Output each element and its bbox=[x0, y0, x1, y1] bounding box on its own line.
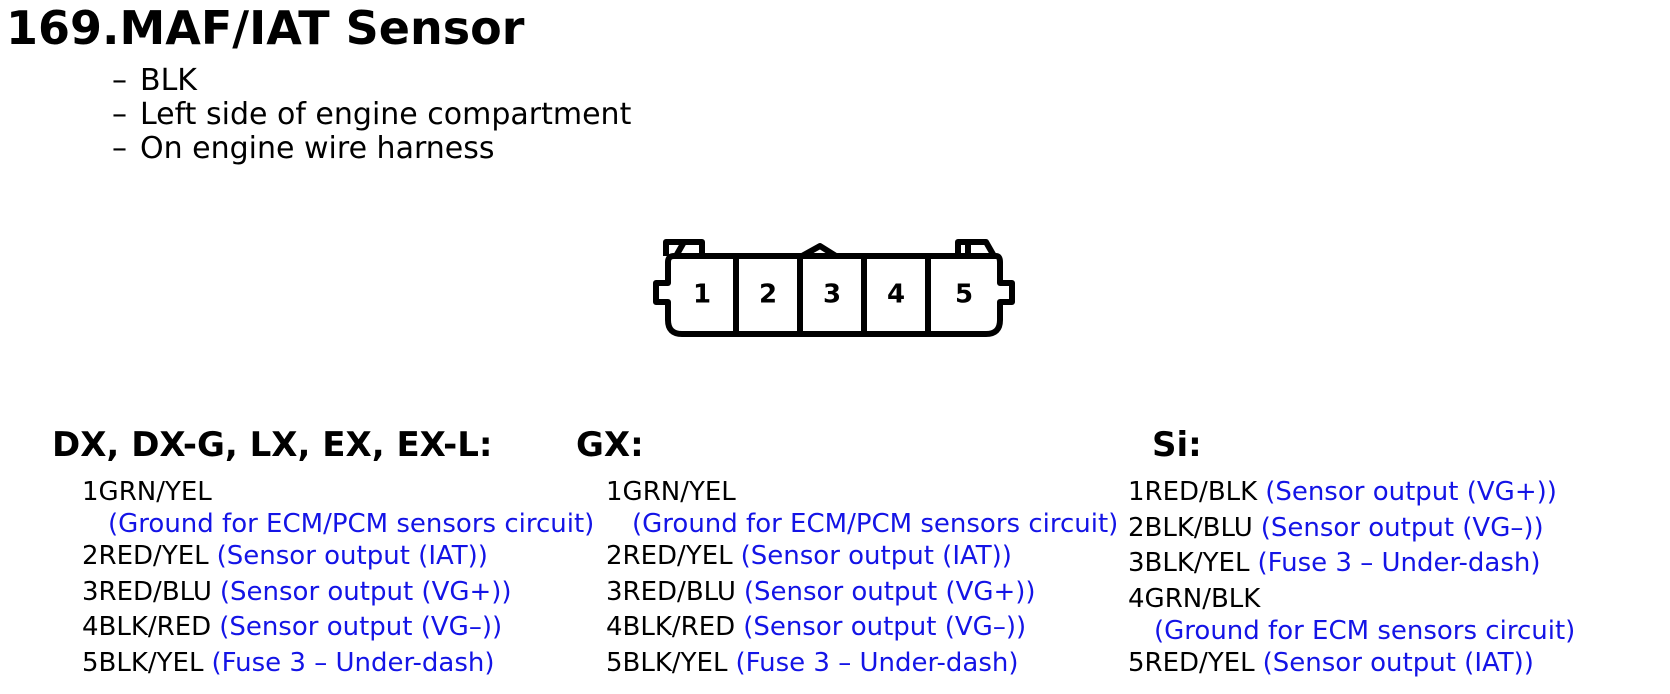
pin-desc: (Ground for ECM/PCM sensors circuit) bbox=[632, 509, 1119, 539]
pin-wire: 2RED/YEL bbox=[606, 541, 733, 571]
pin-desc: (Sensor output (IAT)) bbox=[1262, 647, 1534, 678]
pin-desc: (Fuse 3 – Under-dash) bbox=[1257, 548, 1541, 578]
pin-desc: (Sensor output (VG+)) bbox=[743, 576, 1036, 607]
pin-row: 4BLK/RED(Sensor output (VG–)) bbox=[606, 610, 1118, 646]
pin-number: 2 bbox=[759, 280, 777, 310]
pin-wire: 4BLK/RED bbox=[82, 612, 212, 642]
pin-wire: 1GRN/YEL bbox=[606, 477, 736, 507]
pin-wire: 2RED/YEL bbox=[82, 541, 209, 571]
pin-desc: (Sensor output (VG–)) bbox=[219, 612, 503, 642]
note-item: –BLK bbox=[112, 64, 631, 98]
pin-row: 2RED/YEL(Sensor output (IAT)) bbox=[606, 539, 1118, 575]
pinout-column-dx: DX, DX-G, LX, EX, EX-L: 1GRN/YEL(Ground … bbox=[52, 425, 594, 681]
pin-wire: 1RED/BLK bbox=[1128, 477, 1258, 507]
pinout-column-gx: GX: 1GRN/YEL(Ground for ECM/PCM sensors … bbox=[576, 425, 1118, 681]
pin-number: 5 bbox=[955, 280, 973, 310]
pin-wire: 3BLK/YEL bbox=[1128, 548, 1250, 578]
pin-row: 5BLK/YEL(Fuse 3 – Under-dash) bbox=[82, 646, 594, 682]
pin-row: 1RED/BLK(Sensor output (VG+)) bbox=[1128, 475, 1575, 511]
note-text: On engine wire harness bbox=[140, 131, 495, 166]
pin-row: 1GRN/YEL(Ground for ECM/PCM sensors circ… bbox=[606, 475, 1118, 539]
pin-row: 3RED/BLU(Sensor output (VG+)) bbox=[606, 575, 1118, 611]
pin-wire: 5RED/YEL bbox=[1128, 647, 1255, 678]
pin-desc: (Fuse 3 – Under-dash) bbox=[735, 647, 1019, 678]
pin-desc: (Ground for ECM/PCM sensors circuit) bbox=[108, 509, 595, 539]
note-bullet: – bbox=[112, 131, 127, 166]
pin-desc: (Sensor output (VG+)) bbox=[219, 576, 512, 607]
note-item: –Left side of engine compartment bbox=[112, 98, 631, 132]
column-title: GX: bbox=[576, 425, 644, 465]
pin-list: 1RED/BLK(Sensor output (VG+)) 2BLK/BLU(S… bbox=[1098, 475, 1575, 681]
pin-wire: 1GRN/YEL bbox=[82, 477, 212, 507]
note-text: Left side of engine compartment bbox=[140, 97, 632, 132]
note-bullet: – bbox=[112, 97, 127, 132]
pin-row: 3BLK/YEL(Fuse 3 – Under-dash) bbox=[1128, 546, 1575, 582]
pin-desc: (Sensor output (VG+)) bbox=[1265, 477, 1557, 507]
pin-desc: (Sensor output (VG–)) bbox=[743, 612, 1027, 642]
pin-wire: 3RED/BLU bbox=[606, 576, 736, 607]
pin-list: 1GRN/YEL(Ground for ECM/PCM sensors circ… bbox=[52, 475, 594, 681]
connector-diagram: 1 2 3 4 5 bbox=[653, 239, 1015, 337]
pinout-column-si: Si: 1RED/BLK(Sensor output (VG+)) 2BLK/B… bbox=[1098, 425, 1575, 681]
column-title: DX, DX-G, LX, EX, EX-L: bbox=[52, 425, 493, 465]
pin-desc: (Fuse 3 – Under-dash) bbox=[211, 647, 495, 678]
pin-row: 5RED/YEL(Sensor output (IAT)) bbox=[1128, 646, 1575, 682]
note-item: –On engine wire harness bbox=[112, 132, 631, 166]
pin-number: 3 bbox=[823, 280, 841, 310]
pin-row: 4GRN/BLK(Ground for ECM sensors circuit) bbox=[1128, 582, 1575, 646]
pin-number: 4 bbox=[887, 280, 905, 310]
pin-wire: 2BLK/BLU bbox=[1128, 512, 1253, 543]
pin-wire: 5BLK/YEL bbox=[606, 647, 728, 678]
pin-wire: 5BLK/YEL bbox=[82, 647, 204, 678]
pin-desc: (Sensor output (IAT)) bbox=[216, 541, 488, 571]
pin-row: 2RED/YEL(Sensor output (IAT)) bbox=[82, 539, 594, 575]
pin-desc: (Ground for ECM sensors circuit) bbox=[1154, 615, 1576, 646]
pin-row: 3RED/BLU(Sensor output (VG+)) bbox=[82, 575, 594, 611]
pin-row: 4BLK/RED(Sensor output (VG–)) bbox=[82, 610, 594, 646]
pin-list: 1GRN/YEL(Ground for ECM/PCM sensors circ… bbox=[576, 475, 1118, 681]
pin-desc: (Sensor output (VG–)) bbox=[1260, 512, 1544, 543]
pin-desc: (Sensor output (IAT)) bbox=[740, 541, 1012, 571]
pin-row: 5BLK/YEL(Fuse 3 – Under-dash) bbox=[606, 646, 1118, 682]
column-title: Si: bbox=[1152, 425, 1202, 465]
pin-wire: 4BLK/RED bbox=[606, 612, 736, 642]
connector-outline bbox=[663, 239, 997, 259]
pin-wire: 4GRN/BLK bbox=[1128, 583, 1261, 614]
page-title: 169.MAF/IAT Sensor bbox=[6, 1, 525, 55]
pin-row: 1GRN/YEL(Ground for ECM/PCM sensors circ… bbox=[82, 475, 594, 539]
connector-body bbox=[653, 253, 1015, 337]
note-text: BLK bbox=[140, 63, 197, 98]
note-bullet: – bbox=[112, 63, 127, 98]
pin-number: 1 bbox=[693, 280, 711, 310]
location-notes: –BLK –Left side of engine compartment –O… bbox=[112, 64, 631, 166]
pin-wire: 3RED/BLU bbox=[82, 576, 212, 607]
pin-row: 2BLK/BLU(Sensor output (VG–)) bbox=[1128, 511, 1575, 547]
